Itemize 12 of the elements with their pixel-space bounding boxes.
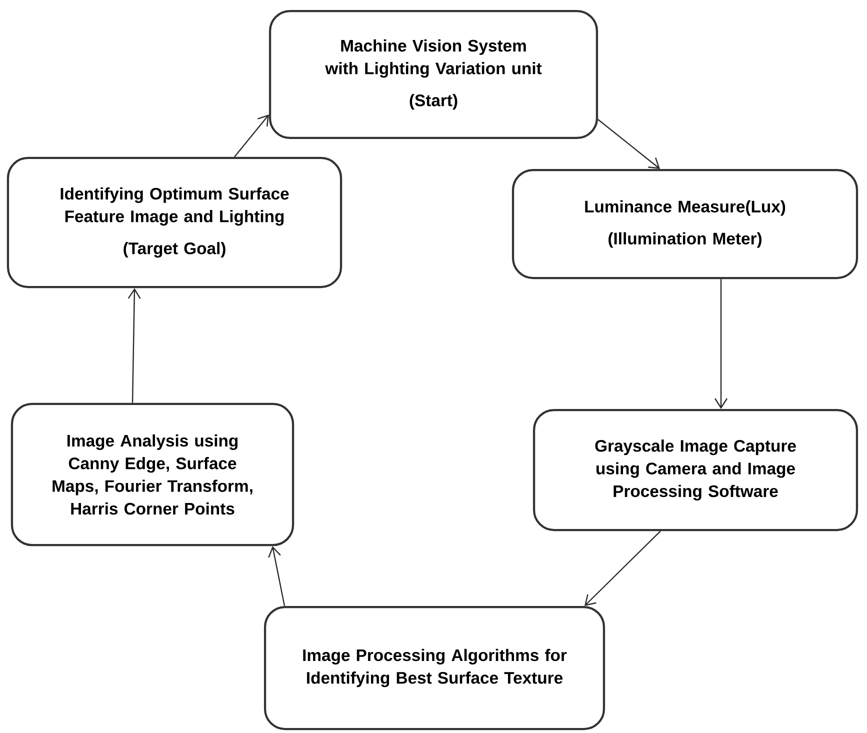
arrow bbox=[128, 288, 141, 403]
process-box: Grayscale Image Capture using Camera and Image Processing Software bbox=[532, 408, 858, 532]
process-box: Image Processing Algorithms for Identifying Best Surface Texture bbox=[264, 606, 606, 730]
process-box: Identifying Optimum Surface Feature Image and Lighting (Target Goal) bbox=[6, 156, 342, 288]
arrow bbox=[234, 114, 269, 158]
process-box: Luminance Measure(Lux) (Illumination Meter) bbox=[512, 168, 858, 280]
arrow bbox=[584, 530, 661, 606]
arrow bbox=[714, 279, 728, 409]
arrow bbox=[598, 119, 660, 169]
arrow bbox=[268, 546, 286, 606]
process-box: Machine Vision System with Lighting Variation unit (Start) bbox=[268, 10, 598, 140]
process-box: Image Analysis using Canny Edge, Surface Maps, Fourier Transform, Harris Corner Points bbox=[10, 402, 294, 546]
